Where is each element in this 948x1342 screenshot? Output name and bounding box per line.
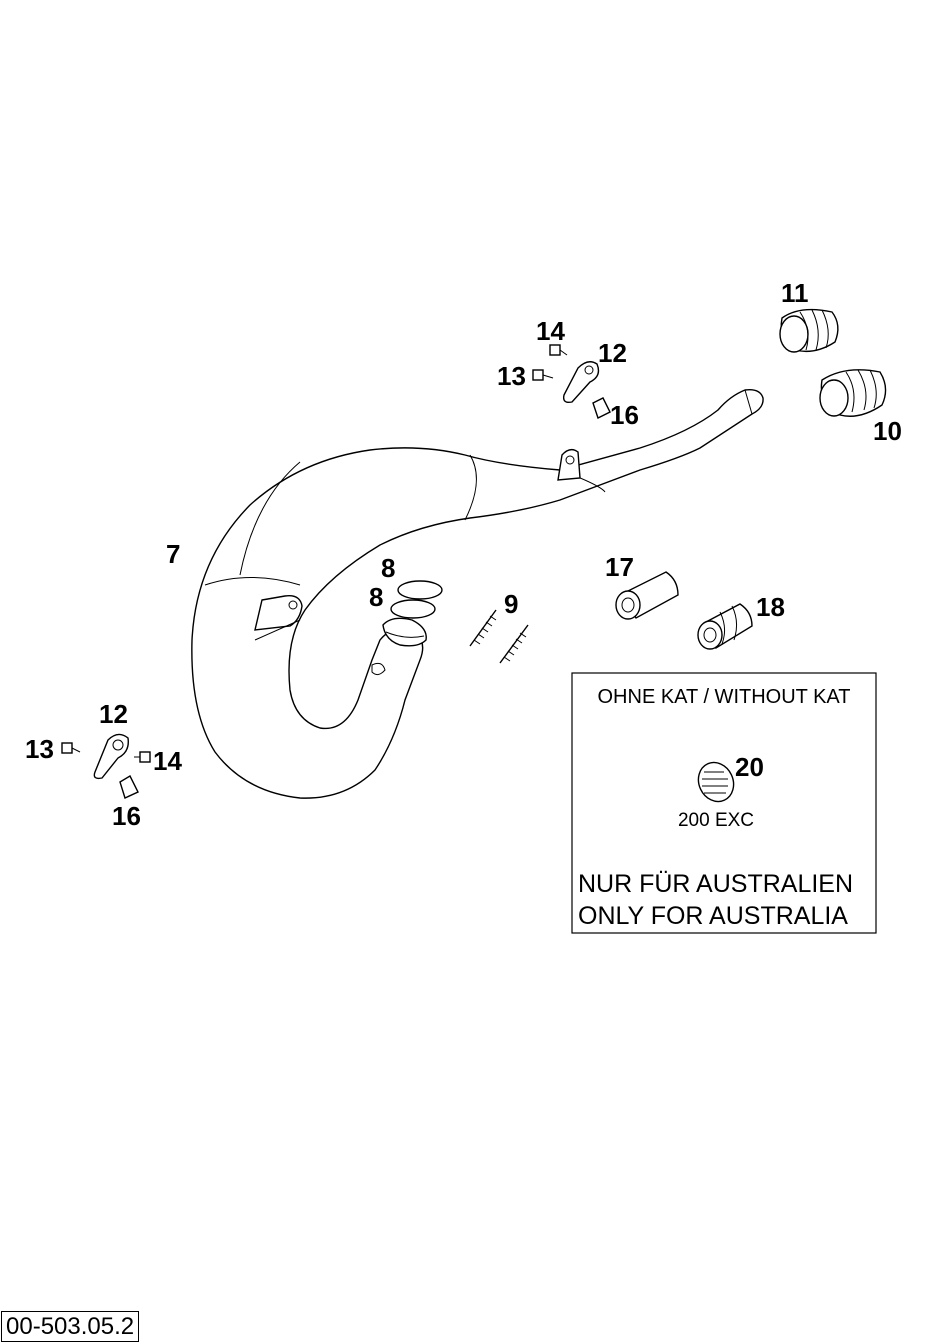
screw-part-13-top xyxy=(532,369,554,381)
callout-12-top: 12 xyxy=(598,338,627,368)
clip-nut-part-16-left xyxy=(119,775,139,799)
drawing-number: 00-503.05.2 xyxy=(1,1311,140,1342)
callout-14-top: 14 xyxy=(536,316,565,346)
bracket-part-12-top xyxy=(562,361,600,404)
clip-nut-part-16-top xyxy=(592,397,611,419)
callout-17: 17 xyxy=(605,552,634,582)
screen-part-20 xyxy=(697,761,735,803)
inset-heading: OHNE KAT / WITHOUT KAT xyxy=(598,686,851,708)
screw-part-14-top xyxy=(549,344,568,356)
inset-note-line-1: NUR FÜR AUSTRALIEN xyxy=(578,870,853,898)
rubber-sleeve-part-10 xyxy=(819,369,887,417)
inset-model-label: 200 EXC xyxy=(678,810,754,831)
callout-10: 10 xyxy=(873,416,902,446)
spring-part-9 xyxy=(469,609,529,664)
callout-20: 20 xyxy=(735,752,764,782)
callout-7: 7 xyxy=(166,539,180,569)
insert-part-17 xyxy=(615,571,679,620)
insert-part-18 xyxy=(697,603,753,650)
callout-16-top: 16 xyxy=(610,400,639,430)
o-ring-part-8-lower xyxy=(390,599,436,619)
callout-11: 11 xyxy=(781,278,809,308)
callout-13-left: 13 xyxy=(25,734,54,764)
screw-part-14-left xyxy=(134,751,151,763)
callout-8-lower: 8 xyxy=(369,582,383,612)
exhaust-pipe-part-7 xyxy=(191,388,764,799)
callout-14-left: 14 xyxy=(153,746,182,776)
callout-13-top: 13 xyxy=(497,361,526,391)
inset-note-line-2: ONLY FOR AUSTRALIA xyxy=(578,902,848,930)
callout-8-upper: 8 xyxy=(381,553,395,583)
callout-18: 18 xyxy=(756,592,785,622)
rubber-sleeve-part-11 xyxy=(779,308,839,353)
callout-9: 9 xyxy=(504,589,518,619)
bracket-part-12-left xyxy=(93,733,129,780)
callout-16-left: 16 xyxy=(112,801,141,831)
screw-part-13-left xyxy=(61,742,81,754)
o-ring-part-8-upper xyxy=(397,580,443,600)
inset-box xyxy=(571,672,877,934)
callout-12-left: 12 xyxy=(99,699,128,729)
